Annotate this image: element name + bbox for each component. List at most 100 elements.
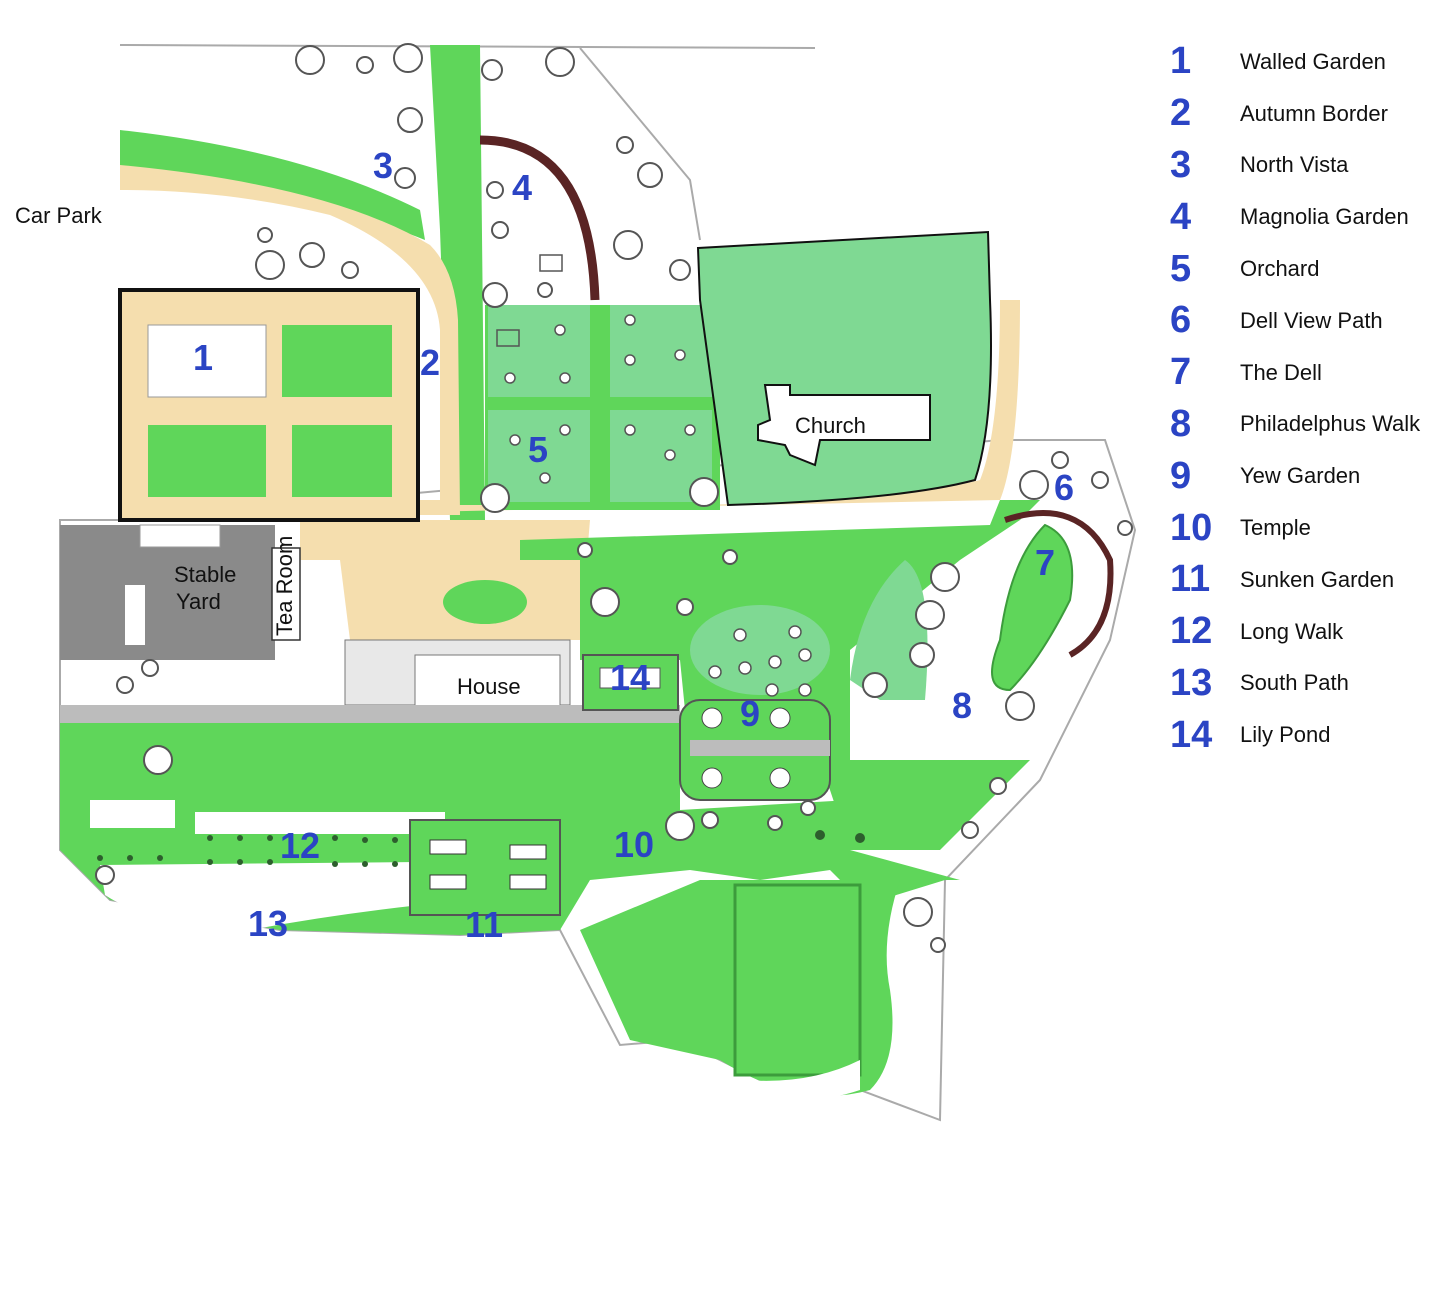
legend-name: Autumn Border	[1240, 100, 1388, 126]
walled-garden-bed	[147, 324, 267, 398]
legend-number: 9	[1170, 454, 1192, 497]
forecourt	[300, 520, 590, 640]
sunken-garden-bed	[429, 839, 467, 855]
map-marker-4: 4	[512, 167, 532, 208]
yew-topiary	[769, 707, 791, 729]
legend: 1 Walled Garden 2 Autumn Border 3 North Vis…	[1170, 36, 1440, 761]
dell-pond-area	[991, 523, 1074, 692]
legend-number: 5	[1170, 247, 1192, 290]
legend-item: 10 Temple	[1170, 502, 1440, 554]
walled-garden-bed	[282, 325, 392, 397]
tea-room-building	[271, 547, 301, 641]
legend-name: Lily Pond	[1240, 722, 1331, 748]
legend-name: North Vista	[1240, 152, 1349, 178]
sunken-garden-bed	[509, 874, 547, 890]
house-terrace-walk	[60, 705, 680, 723]
legend-item: 3 North Vista	[1170, 140, 1440, 192]
church-building	[757, 384, 931, 467]
legend-item: 13 South Path	[1170, 658, 1440, 710]
stable-outbuilding	[125, 585, 145, 645]
map-marker-10: 10	[614, 824, 654, 865]
legend-number: 4	[1170, 195, 1192, 238]
legend-item: 1 Walled Garden	[1170, 36, 1440, 88]
legend-item: 7 The Dell	[1170, 347, 1440, 399]
map-marker-13: 13	[248, 903, 288, 944]
legend-name: Walled Garden	[1240, 48, 1386, 74]
legend-name: Sunken Garden	[1240, 566, 1395, 592]
sunken-garden-bed	[429, 874, 467, 890]
house-label-box	[446, 672, 534, 702]
legend-number: 14	[1170, 713, 1213, 756]
legend-number: 2	[1170, 92, 1192, 135]
legend-number: 12	[1170, 610, 1213, 653]
map-marker-6: 6	[1054, 467, 1074, 508]
church-label: Church	[795, 413, 866, 438]
legend-name: Orchard	[1240, 256, 1320, 282]
legend-name: Dell View Path	[1240, 307, 1383, 333]
cross-drive	[270, 300, 1020, 515]
legend-name: Magnolia Garden	[1240, 204, 1409, 230]
legend-number: 1	[1170, 40, 1192, 83]
orchard-bed	[488, 305, 590, 397]
south-path-bed	[100, 862, 420, 930]
yew-topiary	[701, 767, 723, 789]
legend-item: 14 Lily Pond	[1170, 709, 1440, 761]
stable-label: Stable	[174, 562, 236, 587]
legend-number: 7	[1170, 351, 1192, 394]
orchard-trees	[504, 314, 812, 697]
yew-topiary	[769, 767, 791, 789]
sunken-garden-bed	[509, 844, 547, 860]
legend-item: 12 Long Walk	[1170, 606, 1440, 658]
stable-yard-court	[150, 540, 265, 635]
legend-number: 11	[1170, 558, 1211, 601]
lily-pond	[599, 667, 661, 689]
legend-name: South Path	[1240, 670, 1349, 696]
walled-garden-bed	[292, 425, 392, 497]
legend-number: 13	[1170, 661, 1213, 704]
legend-number: 6	[1170, 299, 1192, 342]
hedge-dots	[97, 830, 865, 867]
tree-group	[95, 43, 1133, 953]
yew-topiary	[701, 707, 723, 729]
tea-room-label: Tea Room	[272, 536, 297, 636]
legend-number: 8	[1170, 402, 1192, 445]
legend-name: The Dell	[1240, 359, 1322, 385]
map-marker-14: 14	[610, 657, 650, 698]
sunken-garden	[409, 819, 561, 916]
map-marker-5: 5	[528, 429, 548, 470]
map-marker-8: 8	[952, 685, 972, 726]
legend-name: Long Walk	[1240, 618, 1344, 644]
legend-number: 3	[1170, 143, 1192, 186]
map-marker-1: 1	[193, 337, 213, 378]
map-marker-7: 7	[1035, 542, 1055, 583]
church-grounds	[696, 230, 992, 507]
long-walk-bed	[90, 800, 175, 828]
magnolia-feature	[496, 329, 520, 347]
legend-item: 11 Sunken Garden	[1170, 554, 1440, 606]
south-lawn-plot	[733, 883, 862, 1077]
map-marker-3: 3	[373, 145, 393, 186]
legend-number: 10	[1170, 506, 1213, 549]
yard-label: Yard	[176, 589, 221, 614]
legend-item: 4 Magnolia Garden	[1170, 191, 1440, 243]
long-walk-bed	[195, 812, 445, 834]
legend-name: Yew Garden	[1240, 463, 1361, 489]
dell-lawn	[850, 560, 928, 700]
legend-item: 6 Dell View Path	[1170, 295, 1440, 347]
legend-item: 9 Yew Garden	[1170, 450, 1440, 502]
legend-item: 5 Orchard	[1170, 243, 1440, 295]
legend-name: Philadelphus Walk	[1240, 411, 1421, 437]
walled-garden-bed	[148, 425, 266, 497]
dell-view-border	[1004, 510, 1114, 658]
south-lawn-bed	[740, 1060, 860, 1100]
north-vista-lawn	[430, 45, 485, 520]
legend-item: 8 Philadelphus Walk	[1170, 399, 1440, 451]
orchard-bed	[488, 410, 590, 502]
forecourt-lawn	[443, 580, 527, 624]
legend-name: Temple	[1240, 515, 1311, 541]
map-marker-9: 9	[740, 693, 760, 734]
yew-garden-walk	[690, 740, 830, 756]
map-marker-12: 12	[280, 825, 320, 866]
map-marker-11: 11	[465, 904, 503, 945]
